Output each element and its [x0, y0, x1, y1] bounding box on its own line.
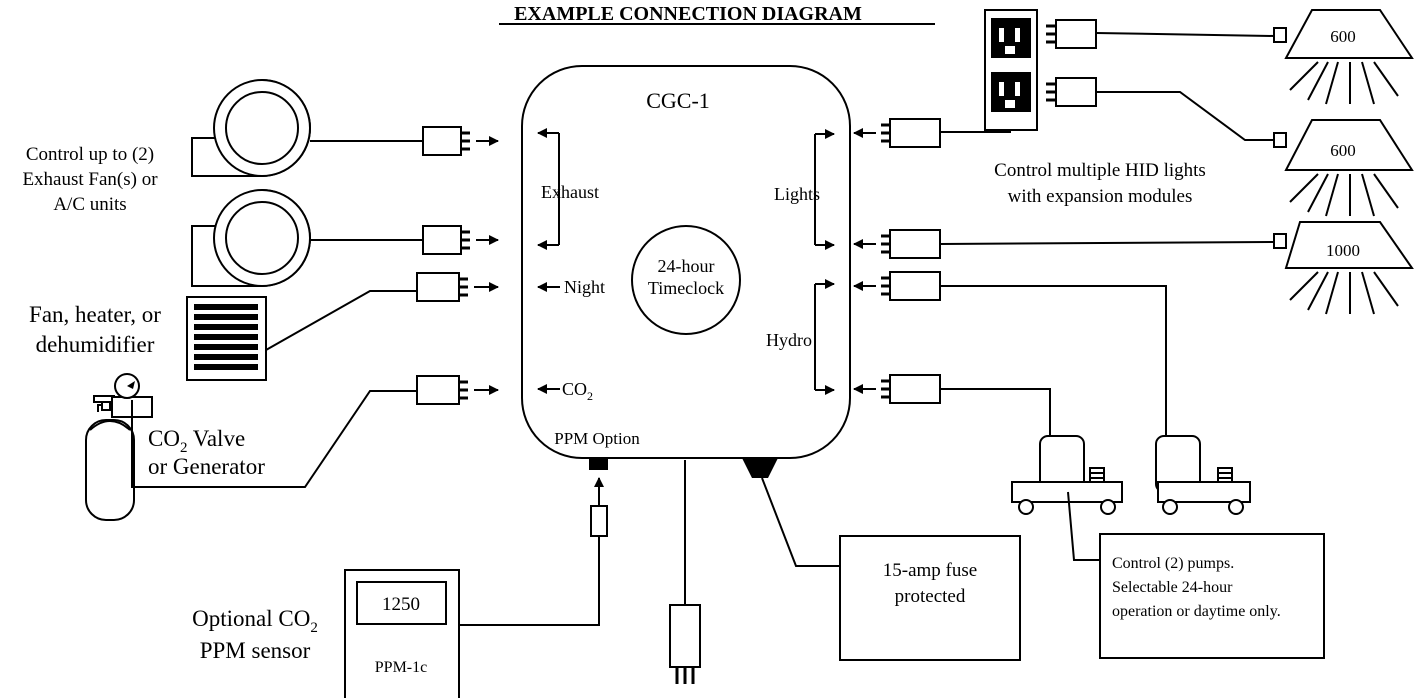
- plug-hydro-1: [853, 271, 941, 301]
- plug-exhaust-2: [422, 225, 499, 255]
- wire-sensor: [459, 536, 600, 626]
- exhaust-fan-1: [191, 79, 311, 177]
- timeclock-label-line2: Timeclock: [648, 278, 724, 298]
- ppm-port: [589, 458, 608, 470]
- plug-hydro-2: [853, 374, 941, 404]
- hid-desc-line2: with expansion modules: [1008, 186, 1193, 207]
- wire-pump-2: [940, 285, 1167, 436]
- exhaust-label: Exhaust: [541, 182, 599, 202]
- plug-lamp-2: [1046, 77, 1097, 107]
- hid-lamp-3: 1000: [1273, 221, 1414, 315]
- wire-module: [940, 130, 1011, 133]
- wire-night: [265, 290, 417, 351]
- ppm-option-label: PPM Option: [554, 429, 640, 448]
- night-label: Night: [564, 277, 605, 297]
- sensor-plug: [590, 505, 608, 537]
- hid-desc-line1: Control multiple HID lights: [994, 160, 1206, 181]
- power-plug: [669, 604, 701, 684]
- diagram-title: EXAMPLE CONNECTION DIAGRAM: [514, 3, 862, 25]
- pump-note-pointer: [1067, 491, 1100, 561]
- plug-co2: [416, 375, 499, 405]
- lights-label: Lights: [774, 184, 820, 204]
- exhaust-fan-2: [191, 189, 311, 287]
- pump-2-icon: [1155, 435, 1251, 515]
- controller-cgc1: CGC-1 24-hour Timeclock PPM Option Exhau…: [521, 65, 851, 459]
- lamp-2-watts: 600: [1330, 141, 1356, 160]
- plug-lights-1: [853, 118, 941, 148]
- timeclock-circle: [631, 225, 741, 335]
- wire-co2: [131, 390, 417, 488]
- fuse-note-line1: 15-amp fuse: [883, 560, 977, 581]
- sensor-model: PPM-1c: [375, 659, 427, 676]
- co2-valve-label-line2: or Generator: [148, 454, 265, 479]
- sensor-label-line2: PPM sensor: [200, 638, 311, 663]
- lamp-1-watts: 600: [1330, 27, 1356, 46]
- lamp-3-watts: 1000: [1326, 241, 1360, 260]
- exhaust-desc-line1: Control up to (2): [26, 144, 154, 165]
- fan-heater-grille-icon: [186, 296, 267, 381]
- fuse-note-box: 15-amp fuse protected: [839, 535, 1021, 661]
- hid-lamp-1: 600: [1273, 9, 1414, 105]
- wire-lamp-3: [939, 241, 1275, 245]
- controller-name: CGC-1: [646, 88, 710, 113]
- pump-note-box: Control (2) pumps. Selectable 24-hour op…: [1099, 533, 1325, 659]
- exhaust-desc-line2: Exhaust Fan(s) or: [22, 169, 158, 190]
- timeclock-label-line1: 24-hour: [658, 256, 715, 276]
- fan-heater-label-line2: dehumidifier: [36, 332, 155, 357]
- fan-heater-label-line1: Fan, heater, or: [29, 302, 161, 327]
- fuse-holder: [742, 458, 778, 478]
- plug-lamp-1: [1046, 19, 1097, 49]
- plug-night: [416, 272, 499, 302]
- sensor-reading: 1250: [382, 594, 420, 615]
- hid-lamp-2: 600: [1273, 119, 1414, 217]
- co2-output-label: CO2: [562, 379, 593, 403]
- ppm-sensor-device: 1250 PPM-1c: [344, 569, 460, 698]
- pump-note-line3: operation or daytime only.: [1112, 603, 1281, 620]
- co2-tank-icon: [85, 373, 153, 521]
- wire-pump-1: [940, 388, 1051, 436]
- plug-exhaust-1: [422, 126, 499, 156]
- exhaust-desc-line3: A/C units: [53, 194, 126, 215]
- expansion-module: [984, 9, 1038, 131]
- sensor-label-line1: Optional CO2: [192, 606, 318, 636]
- fuse-note-pointer: [761, 477, 840, 567]
- pump-1-icon: [1011, 435, 1123, 515]
- co2-valve-label-line1: CO2 Valve: [148, 426, 245, 456]
- plug-lights-2: [853, 229, 941, 259]
- wire-lamp-1: [1095, 32, 1275, 37]
- pump-note-line1: Control (2) pumps.: [1112, 555, 1234, 572]
- wire-lamp-2: [1096, 91, 1274, 141]
- fuse-note-line2: protected: [895, 586, 966, 607]
- pump-note-line2: Selectable 24-hour: [1112, 579, 1233, 596]
- hydro-label: Hydro: [766, 330, 812, 350]
